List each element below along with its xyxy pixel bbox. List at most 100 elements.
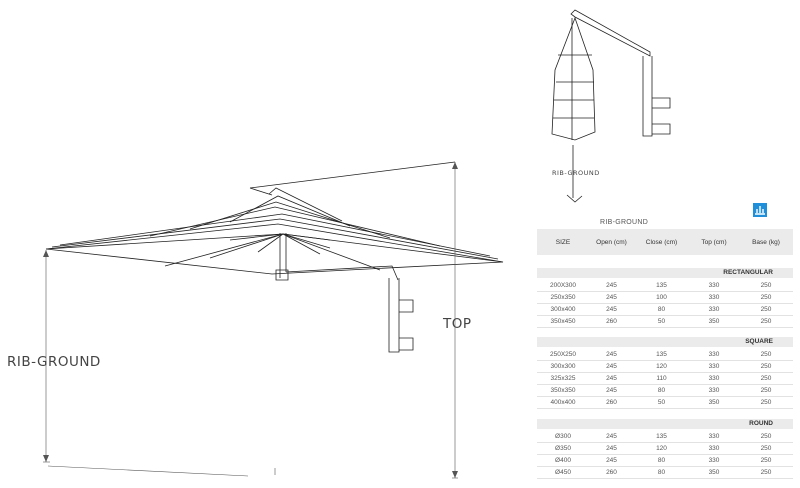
cell: 245 [606, 362, 617, 370]
table-row: 200X300 245 135 330 250 [537, 279, 793, 292]
cell: Ø400 [555, 456, 571, 464]
cell: 245 [606, 281, 617, 289]
cell: 330 [708, 350, 720, 358]
table-row: Ø300 245 135 330 250 [537, 430, 793, 443]
cell: 350 [708, 398, 720, 406]
cell: 250 [760, 317, 772, 325]
cell: 260 [606, 398, 617, 406]
cell: 250X250 [549, 350, 577, 358]
rib-ground-label: RIB-GROUND [7, 354, 101, 370]
cell: 260 [606, 317, 617, 325]
cell: 330 [708, 432, 720, 440]
table-row: 400x400 260 50 350 250 [537, 396, 793, 409]
table-row: 250X250 245 135 330 250 [537, 348, 793, 361]
cell: 250 [760, 456, 772, 464]
table-row: 300x300 245 120 330 250 [537, 360, 793, 373]
cell: 250 [760, 374, 772, 382]
cell: 245 [606, 293, 617, 301]
cell: 245 [606, 374, 617, 382]
table-row: 250x350 245 100 330 250 [537, 291, 793, 304]
cell: 325x325 [550, 374, 576, 382]
cell: 245 [606, 432, 617, 440]
cell: 250 [760, 398, 772, 406]
cell: Ø300 [555, 432, 571, 440]
table-row: 325x325 245 110 330 250 [537, 372, 793, 385]
table-caption: RIB-GROUND [600, 219, 649, 226]
arm-top [268, 187, 343, 222]
cell: 250 [760, 386, 772, 394]
cell: 330 [708, 374, 720, 382]
cell: 250 [760, 468, 772, 476]
cell: 300x300 [550, 362, 576, 370]
cell: 260 [606, 468, 617, 476]
category-label: SQUARE [745, 338, 773, 345]
cell: 250 [760, 444, 772, 452]
cell: 245 [606, 444, 617, 452]
table-row: Ø350 245 120 330 250 [537, 442, 793, 455]
cell: 330 [708, 281, 720, 289]
cell: 135 [656, 432, 667, 440]
cell: 250 [760, 305, 772, 313]
cell: 400x400 [550, 398, 576, 406]
wall-bracket [388, 278, 400, 353]
header-close: Close (cm) [645, 238, 678, 246]
cell: 250 [760, 293, 772, 301]
cell: 330 [708, 444, 720, 452]
table-row: 300x400 245 80 330 250 [537, 303, 793, 316]
header-top: Top (cm) [701, 238, 727, 246]
cell: 135 [656, 281, 667, 289]
cell: 250 [760, 281, 772, 289]
cell: 110 [656, 374, 667, 382]
cell: 120 [656, 362, 667, 370]
cell: 245 [606, 350, 617, 358]
canopy-outline [45, 223, 504, 275]
cell: 250 [760, 432, 772, 440]
cell: 80 [657, 468, 666, 476]
cell: 135 [656, 350, 667, 358]
cell: Ø450 [555, 468, 571, 476]
cell: 80 [657, 305, 666, 313]
cell: Ø350 [555, 444, 571, 452]
cell: 350 [708, 468, 720, 476]
category-label: ROUND [749, 420, 773, 427]
cell: 330 [708, 456, 720, 464]
category-rectangular: RECTANGULAR [537, 268, 793, 278]
cell: 350x450 [550, 317, 576, 325]
cell: 50 [657, 317, 666, 325]
cell: 245 [606, 305, 617, 313]
category-square: SQUARE [537, 337, 793, 347]
brand-logo-icon [753, 203, 767, 217]
table-row: 350x450 260 50 350 250 [537, 315, 793, 328]
cell: 80 [657, 456, 666, 464]
cell: 330 [708, 293, 720, 301]
table-row: 350x350 245 80 330 250 [537, 384, 793, 397]
cell: 80 [657, 386, 666, 394]
cell: 330 [708, 305, 720, 313]
cell: 200X300 [549, 281, 577, 289]
cell: 50 [657, 398, 666, 406]
category-round: ROUND [537, 419, 793, 429]
cell: 100 [656, 293, 667, 301]
header-size: SIZE [555, 238, 571, 246]
cell: 300x400 [550, 305, 576, 313]
cell: 250 [760, 362, 772, 370]
cell: 120 [656, 444, 667, 452]
top-label: TOP [442, 316, 472, 332]
category-label: RECTANGULAR [723, 269, 773, 276]
cell: 245 [606, 456, 617, 464]
cell: 245 [606, 386, 617, 394]
cell: 330 [708, 386, 720, 394]
table-header-row: SIZE Open (cm) Close (cm) Top (cm) Base … [537, 229, 793, 255]
cell: 250 [760, 350, 772, 358]
table-row: Ø450 260 80 350 250 [537, 466, 793, 479]
closed-umbrella-drawing [551, 9, 671, 203]
cell: 350 [708, 317, 720, 325]
rib-ground-small-label: RIB-GROUND [552, 169, 600, 177]
cell: 350x350 [550, 386, 576, 394]
header-open: Open (cm) [596, 238, 627, 246]
cell: 330 [708, 362, 720, 370]
header-base: Base (kg) [752, 238, 780, 246]
table-row: Ø400 245 80 330 250 [537, 454, 793, 467]
cell: 250x350 [550, 293, 576, 301]
